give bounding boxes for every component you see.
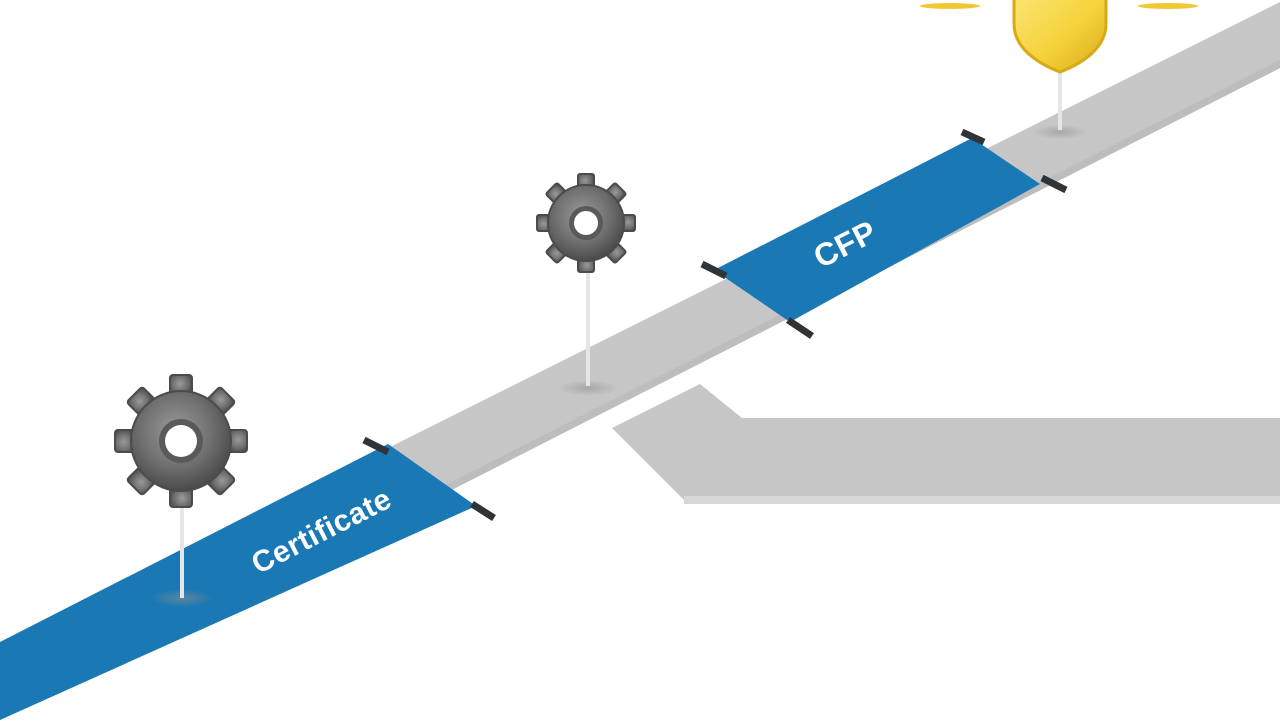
branch-road-surface bbox=[612, 384, 1280, 500]
rays-icon bbox=[920, 3, 1198, 9]
branch-road-edge bbox=[684, 496, 1280, 504]
gear-marker-left bbox=[114, 374, 248, 607]
stage-cfp-end-divider bbox=[1040, 174, 1068, 194]
marker-shadow bbox=[558, 380, 618, 396]
shield-icon bbox=[1012, 0, 1108, 74]
stage-cfp-mid-divider bbox=[786, 317, 814, 339]
stage-certificate-start-divider bbox=[362, 436, 390, 456]
marker-shadow bbox=[1032, 125, 1088, 139]
branch-road bbox=[612, 384, 1280, 504]
gear-marker-middle bbox=[536, 173, 636, 396]
gear-icon bbox=[114, 374, 248, 508]
stage-cfp-top-divider bbox=[960, 128, 986, 146]
stage-cfp-start-divider bbox=[700, 260, 728, 280]
stage-certificate-band bbox=[0, 444, 476, 720]
stage-cfp: CFP bbox=[700, 128, 1068, 339]
goal-marker bbox=[920, 0, 1198, 139]
gear-icon bbox=[536, 173, 636, 273]
stage-cfp-band bbox=[714, 138, 1040, 322]
stage-certificate-end-divider bbox=[470, 501, 496, 521]
